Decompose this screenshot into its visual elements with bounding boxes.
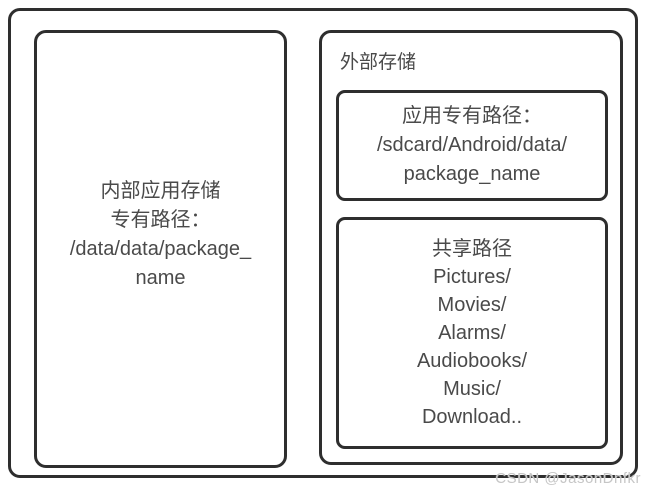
shared-path-alarms: Alarms/ bbox=[438, 322, 506, 344]
app-specific-path-line2: package_name bbox=[403, 163, 541, 185]
internal-storage-title: 内部应用存储 bbox=[100, 180, 221, 202]
internal-storage-path-line1: /data/data/package_ bbox=[69, 238, 252, 260]
external-storage-label: 外部存储 bbox=[340, 52, 417, 73]
shared-path-title: 共享路径 bbox=[432, 238, 512, 260]
internal-storage-path-line2: name bbox=[135, 267, 186, 289]
outer-frame: 内部应用存储 专有路径： /data/data/package_ name 外部… bbox=[8, 8, 638, 478]
app-specific-path-title: 应用专有路径： bbox=[402, 105, 542, 127]
shared-path-download: Download.. bbox=[421, 406, 523, 428]
app-specific-path-box: 应用专有路径： /sdcard/Android/data/ package_na… bbox=[336, 90, 608, 201]
external-storage-box: 外部存储 应用专有路径： /sdcard/Android/data/ packa… bbox=[319, 30, 623, 465]
internal-storage-box: 内部应用存储 专有路径： /data/data/package_ name bbox=[34, 30, 287, 468]
shared-path-movies: Movies/ bbox=[437, 294, 507, 316]
shared-path-pictures: Pictures/ bbox=[433, 266, 511, 288]
internal-storage-subtitle: 专有路径： bbox=[110, 209, 211, 231]
shared-path-audiobooks: Audiobooks/ bbox=[416, 350, 528, 372]
shared-path-box: 共享路径 Pictures/ Movies/ Alarms/ Audiobook… bbox=[336, 217, 608, 449]
shared-path-music: Music/ bbox=[443, 378, 501, 400]
app-specific-path-line1: /sdcard/Android/data/ bbox=[376, 134, 568, 156]
watermark: CSDN @JasonDnfkr bbox=[495, 470, 641, 487]
